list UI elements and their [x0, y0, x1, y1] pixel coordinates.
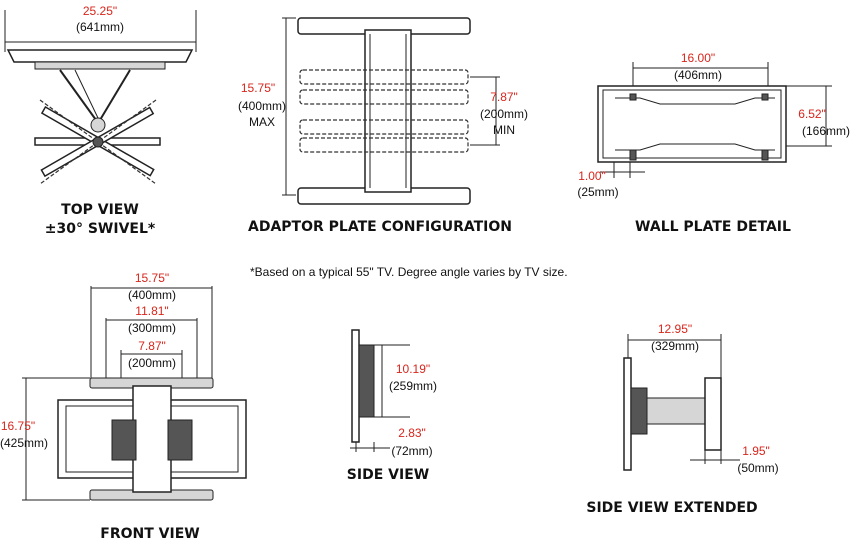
side-view: 10.19" (259mm) 2.83" (72mm) SIDE VIEW — [347, 329, 437, 483]
adaptor-min-in: 7.87" — [490, 90, 518, 104]
top-adaptor-plate — [34, 61, 166, 70]
adaptor-view: 15.75" (400mm) MAX 7.87" (200mm) MIN ADA… — [238, 17, 528, 235]
adaptor-view-title: ADAPTOR PLATE CONFIGURATION — [248, 219, 512, 235]
footnote: *Based on a typical 55" TV. Degree angle… — [250, 265, 568, 279]
adaptor-min-label: MIN — [493, 123, 515, 137]
side-view-title: SIDE VIEW — [347, 467, 429, 483]
side-height-mm: (259mm) — [389, 379, 437, 393]
wall-plate-inner — [602, 89, 782, 159]
ext-view-title: SIDE VIEW EXTENDED — [586, 500, 757, 516]
side-depth-in: 2.83" — [398, 426, 426, 440]
side-extended-view: 12.95" (329mm) 1.95" (50mm) SIDE VIEW EX… — [586, 322, 778, 516]
wall-plate — [597, 85, 787, 163]
wall-width-mm: (406mm) — [674, 68, 722, 82]
top-view-subtitle: ±30° SWIVEL* — [45, 221, 156, 237]
ext-wall-plate — [704, 377, 722, 451]
wall-height-mm: (166mm) — [802, 124, 850, 138]
wall-slot-bl — [629, 149, 637, 161]
front-w3-mm: (200mm) — [128, 356, 176, 370]
wall-slot-br — [761, 149, 769, 161]
wall-depth-mm: (25mm) — [577, 185, 618, 199]
adaptor-max-in: 15.75" — [241, 81, 275, 95]
front-w1-in: 15.75" — [135, 271, 169, 285]
adaptor-min-mm: (200mm) — [480, 107, 528, 121]
ext-length-mm: (329mm) — [651, 339, 699, 353]
ext-min-in: 1.95" — [742, 444, 770, 458]
ext-tv-bracket — [630, 387, 648, 435]
adaptor-alt-bar-3 — [299, 119, 469, 135]
adaptor-alt-bar-4 — [299, 137, 469, 153]
wall-slot-tl — [629, 93, 637, 101]
wall-depth-in: 1.00" — [578, 169, 606, 183]
front-height-in: 16.75" — [1, 419, 35, 433]
front-view-title: FRONT VIEW — [100, 526, 199, 542]
front-arm-right — [167, 419, 193, 461]
side-height-in: 10.19" — [396, 362, 430, 376]
top-width-mm: (641mm) — [76, 20, 124, 34]
ext-tv-plate — [623, 357, 632, 471]
adaptor-alt-bar-2 — [299, 89, 469, 105]
adaptor-max-label: MAX — [249, 115, 275, 129]
ext-length-in: 12.95" — [658, 322, 692, 336]
wall-height-in: 6.52" — [798, 107, 826, 121]
front-height-mm: (425mm) — [0, 436, 48, 450]
front-w2-mm: (300mm) — [128, 321, 176, 335]
wall-width-in: 16.00" — [681, 51, 715, 65]
wall-slot-tr — [761, 93, 769, 101]
wall-view-title: WALL PLATE DETAIL — [635, 219, 791, 235]
top-view: 25.25" (641mm) TOP VIEW ±30° SWIVEL* — [4, 4, 197, 237]
top-arm-right — [99, 69, 131, 121]
adaptor-max-mm: (400mm) — [238, 99, 286, 113]
front-center-frame — [132, 385, 172, 493]
top-tv-bar — [6, 49, 194, 63]
top-arm-mid — [74, 69, 99, 119]
top-width-in: 25.25" — [83, 4, 117, 18]
ext-arm — [646, 397, 706, 425]
front-arm-left — [111, 419, 137, 461]
front-w3-in: 7.87" — [138, 339, 166, 353]
side-depth-mm: (72mm) — [391, 444, 432, 458]
side-arm-block — [358, 344, 375, 418]
top-view-title: TOP VIEW — [61, 202, 139, 218]
adaptor-center-frame — [364, 29, 412, 193]
ext-min-mm: (50mm) — [737, 461, 778, 475]
front-view: 15.75" (400mm) 11.81" (300mm) 7.87" (200… — [0, 271, 247, 542]
top-arm-left — [59, 69, 97, 121]
side-wall-plate — [351, 329, 360, 443]
wall-view: 16.00" (406mm) 6.52" (166mm) 1.00" (25mm… — [577, 51, 850, 235]
top-pivot-hub — [92, 136, 104, 148]
front-w2-in: 11.81" — [135, 304, 168, 318]
top-pivot — [90, 117, 106, 133]
adaptor-alt-bar-1 — [299, 69, 469, 85]
front-w1-mm: (400mm) — [128, 288, 176, 302]
